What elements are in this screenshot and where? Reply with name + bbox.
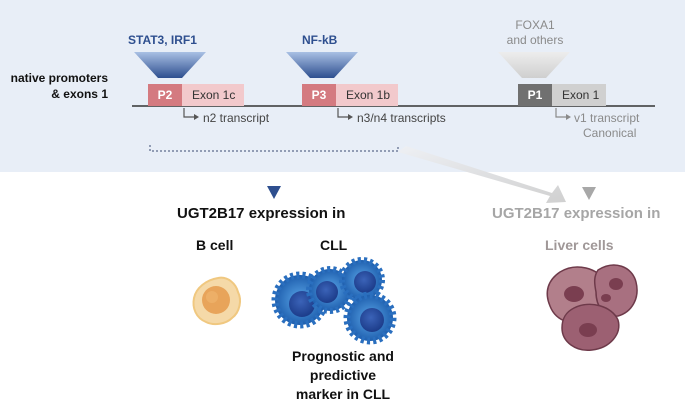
transcript-n3n4-label: n3/n4 transcripts (357, 111, 446, 125)
b-cell-image (192, 276, 241, 326)
tf-label-p2: STAT3, IRF1 (128, 33, 197, 47)
transcript-arrowhead-n3n4 (348, 114, 353, 120)
transcript-v1-line-2: Canonical (583, 126, 637, 140)
promoter-p1-tag: P1 (518, 84, 552, 106)
transcript-n2-label: n2 transcript (203, 111, 270, 125)
arrowhead-to-blood (267, 186, 281, 199)
tf-trapezoid-p1 (498, 52, 570, 78)
transcript-arrow-n2 (183, 108, 194, 118)
b-cell-label: B cell (196, 237, 234, 253)
exon-1b: Exon 1b (336, 84, 398, 106)
exon-1: Exon 1 (552, 84, 606, 106)
cll-cells-image (271, 257, 397, 345)
promoter-label-line-1: native promoters (10, 71, 108, 85)
cll-cell-right-bottom (343, 291, 397, 345)
blood-expression-heading: UGT2B17 expression in (177, 205, 346, 222)
cll-cell-right-top (339, 257, 385, 303)
liver-cells-label: Liver cells (545, 237, 614, 253)
transcript-arrow-n3n4 (337, 108, 348, 118)
tf-trapezoid-p2 (134, 52, 206, 78)
transcript-v1-label: v1 transcript Canonical (574, 111, 639, 141)
tf-label-p3: NF-kB (302, 33, 338, 47)
transcript-arrowhead-n2 (194, 114, 199, 120)
cll-marker-note-line-1: Prognostic and (292, 348, 394, 364)
tf-label-p1: FOXA1 and others (496, 18, 574, 48)
liver-cells-image (546, 264, 638, 351)
cll-label: CLL (320, 237, 348, 253)
promoter-label: native promoters & exons 1 (11, 70, 108, 102)
tf-label-p1-line-2: and others (506, 33, 564, 47)
arrowhead-p1-to-liver (582, 187, 596, 200)
promoter-p2-tag: P2 (148, 84, 182, 106)
exon-1c: Exon 1c (182, 84, 244, 106)
tf-trapezoid-p3 (286, 52, 358, 78)
promoter-bracket (149, 145, 399, 152)
transcript-arrow-v1 (555, 108, 566, 118)
arrow-diag-to-liver (398, 146, 566, 203)
transcript-arrowhead-v1 (566, 114, 571, 120)
promoter-label-line-2: & exons 1 (51, 87, 108, 101)
promoter-p3-tag: P3 (302, 84, 336, 106)
transcript-v1-line-1: v1 transcript (574, 111, 640, 125)
liver-expression-heading: UGT2B17 expression in (492, 205, 661, 222)
tf-label-p1-line-1: FOXA1 (515, 18, 555, 32)
cll-marker-note-line-3: marker in CLL (295, 386, 391, 402)
cll-marker-note: Prognostic and predictive marker in CLL (270, 347, 416, 404)
cll-marker-note-line-2: predictive (309, 367, 377, 383)
